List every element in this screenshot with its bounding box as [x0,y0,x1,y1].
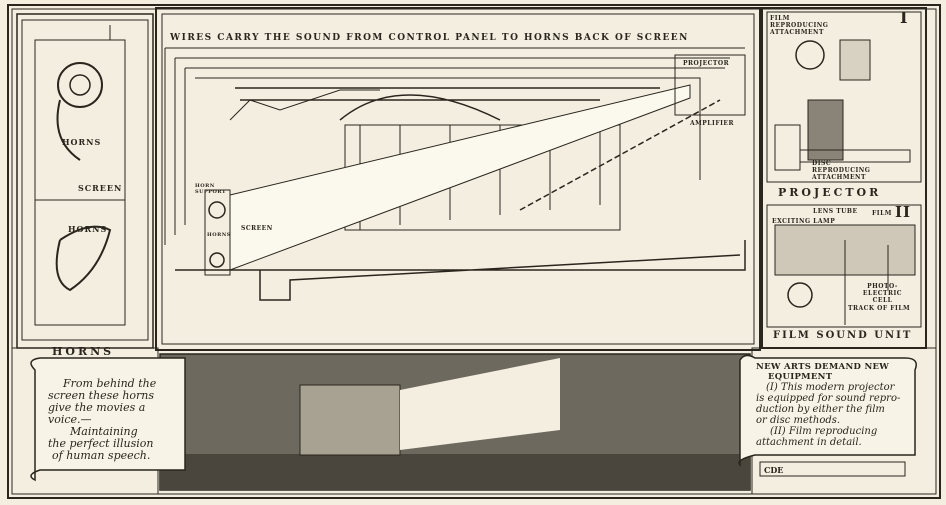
projection-booth [674,54,746,116]
projector-caption: PROJECTOR [778,186,882,199]
screen-label: SCREEN [241,225,273,232]
left-scroll-text: From behind the screen these horns give … [48,378,156,462]
projector-grille [807,99,844,161]
film-attachment-label: FILM REPRODUCING ATTACHMENT [770,15,829,36]
scroll-line: Maintaining [70,425,138,438]
amplifier-label: AMPLIFIER [690,120,734,127]
scroll-line: From behind the [63,377,157,390]
horn-support-label: HORN SUPPORT [195,183,227,195]
exciting-lamp-label: EXCITING LAMP [772,218,836,225]
horn-support [204,189,231,276]
right-scroll-text: NEW ARTS DEMAND NEW EQUIPMENT (I) This m… [756,362,900,448]
scroll-line: of human speech. [52,449,151,462]
scroll-line: or disc methods. [756,415,841,426]
horn-bottom-icon [55,99,112,292]
scroll-line: voice.— [48,413,92,426]
track-of-film-label: TRACK OF FILM [848,305,911,312]
left-horns-bottom-label: HORNS [68,224,108,234]
scroll-line: give the movies a [48,401,146,414]
scroll-line: is equipped for sound repro- [756,393,901,404]
scroll-line: (I) This modern projector [766,382,895,393]
scroll-line: duction by either the film [756,404,885,415]
scroll-heading: EQUIPMENT [768,372,833,382]
scroll-line: attachment in detail. [756,437,862,448]
horns-caption: HORNS [52,345,115,358]
projection-beam [229,84,691,271]
numeral-one: I [900,8,909,27]
scroll-heading: NEW ARTS DEMAND NEW [756,362,890,372]
left-scroll [30,357,186,482]
artist-signature: CDE [764,465,784,475]
film-sound-unit-caption: FILM SOUND UNIT [773,330,913,341]
scroll-line: the perfect illusion [48,437,154,450]
lens-tube-label: LENS TUBE [813,208,858,215]
right-scroll [738,354,917,467]
disc-attachment-label: DISC REPRODUCING ATTACHMENT [812,160,871,181]
balcony-stairs [519,99,721,211]
outer-border [7,4,941,499]
photo-cell-label: PHOTO-ELECTRIC CELL [862,283,903,304]
horns-label: HORNS [207,232,231,238]
bottom-projection-beam [400,358,560,450]
left-screen-label: SCREEN [78,183,123,193]
left-horns-top-label: HORNS [62,137,102,147]
projector-label: PROJECTOR [683,60,730,67]
scroll-line: (II) Film reproducing [770,426,878,437]
numeral-two: II [895,203,912,221]
main-panel-frame [155,7,761,351]
main-diagram-title: WIRES CARRY THE SOUND FROM CONTROL PANEL… [170,33,689,43]
horn-top-icon [57,62,103,108]
film-label: FILM [872,210,892,217]
scroll-line: screen these horns [48,389,155,402]
